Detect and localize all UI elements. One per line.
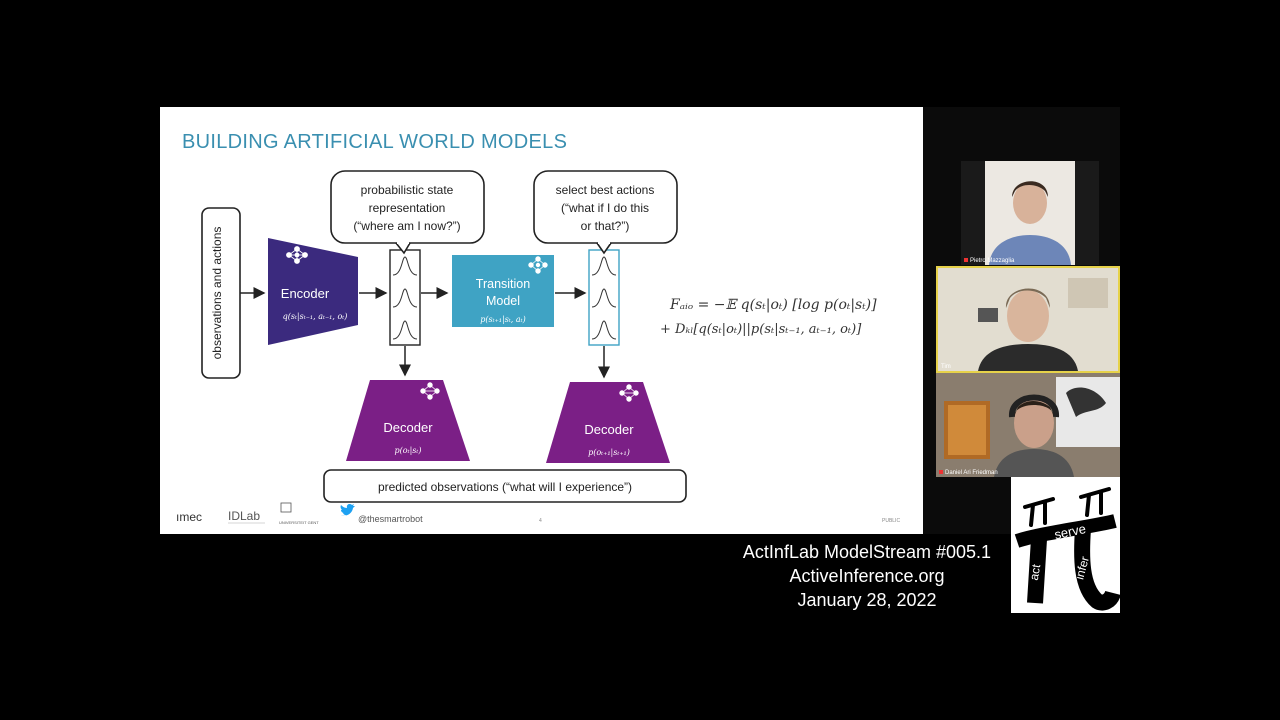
speech-bubble-actions: select best actions (“what if I do this … xyxy=(533,170,678,255)
pi-logo-icon: serve act infer xyxy=(1014,487,1121,611)
svg-text:serve: serve xyxy=(1053,521,1087,542)
encoder-label: Encoder xyxy=(281,286,330,301)
caption-date: January 28, 2022 xyxy=(797,590,937,610)
decoder2-formula: p(oₜ₊₁|sₜ₊₁) xyxy=(588,448,630,457)
transition-formula: p(sₜ₊₁|sₜ, aₜ) xyxy=(480,315,525,324)
participant-video-1 xyxy=(961,161,1099,265)
bubble-actions-line3: or that?”) xyxy=(581,219,630,233)
actinflab-logo: serve act infer xyxy=(1011,477,1121,613)
imec-logo: ımec xyxy=(176,510,202,524)
caption-website: ActiveInference.org xyxy=(789,566,945,586)
encoder-formula: q(sₜ|sₜ₋₁, aₜ₋₁, oₜ) xyxy=(283,312,348,321)
svg-text:act: act xyxy=(1027,563,1044,582)
participant-video-2 xyxy=(938,268,1118,371)
participant-panel: Pietro Mazzaglia Tim Daniel Ari Friedman xyxy=(923,107,1120,534)
bubble-state-line1: probabilistic state xyxy=(361,183,454,197)
neural-net-icon xyxy=(619,384,639,402)
participant-name-tag: Daniel Ari Friedman xyxy=(939,470,998,476)
predicted-observations-label: predicted observations (“what will I exp… xyxy=(378,480,632,494)
world-model-diagram: observations and actions Encoder q(sₜ|sₜ… xyxy=(176,170,900,525)
decoder-block-1: Decoder p(oₜ|sₜ) xyxy=(346,380,470,461)
stream-caption: ActInfLab ModelStream #005.1 ActiveInfer… xyxy=(725,540,1009,612)
observations-actions-box: observations and actions xyxy=(201,207,241,379)
decoder1-label: Decoder xyxy=(383,420,433,435)
equation-line1: Fₐᵢₒ = −𝔼 q(sₜ|oₜ) [log p(oₜ|sₜ)] xyxy=(669,297,877,313)
participant-tile-1[interactable]: Pietro Mazzaglia xyxy=(961,161,1099,265)
participant-name-tag: Pietro Mazzaglia xyxy=(964,258,1014,264)
neural-net-icon xyxy=(286,246,308,264)
participant-video-3 xyxy=(936,373,1120,477)
participant-name-tag: Tim xyxy=(941,364,951,370)
twitter-icon xyxy=(340,504,355,516)
participant-tile-2[interactable]: Tim xyxy=(936,266,1120,373)
neural-net-icon xyxy=(420,382,440,400)
decoder2-label: Decoder xyxy=(584,422,634,437)
transition-label-line1: Transition xyxy=(476,277,530,291)
twitter-handle: @thesmartrobot xyxy=(358,514,423,524)
bubble-actions-line2: (“what if I do this xyxy=(561,201,649,215)
svg-text:infer: infer xyxy=(1072,555,1092,581)
next-state-distribution-column xyxy=(588,249,620,346)
state-distribution-column xyxy=(389,249,421,346)
public-label: PUBLIC xyxy=(882,518,900,524)
slide-title: BUILDING ARTIFICIAL WORLD MODELS xyxy=(182,131,568,153)
participant-tile-3[interactable]: Daniel Ari Friedman xyxy=(936,373,1120,477)
decoder-block-2: Decoder p(oₜ₊₁|sₜ₊₁) xyxy=(546,382,670,463)
idlab-logo: IDLab xyxy=(228,509,260,523)
slide-footer: ımec IDLab UNIVERSITEIT GENT @thesmartro… xyxy=(176,502,900,525)
slide-number: 4 xyxy=(539,518,542,524)
decoder1-formula: p(oₜ|sₜ) xyxy=(395,446,422,455)
caption-title: ActInfLab ModelStream #005.1 xyxy=(742,542,992,562)
equation-line2: + Dₖₗ[q(sₜ|oₜ)||p(sₜ|sₜ₋₁, aₜ₋₁, oₜ)] xyxy=(660,322,862,337)
transition-model-block: Transition Model p(sₜ₊₁|sₜ, aₜ) xyxy=(452,255,554,327)
transition-label-line2: Model xyxy=(486,294,520,308)
svg-text:UNIVERSITEIT GENT: UNIVERSITEIT GENT xyxy=(279,520,319,525)
bubble-state-line2: representation xyxy=(369,201,446,215)
encoder-block: Encoder q(sₜ|sₜ₋₁, aₜ₋₁, oₜ) xyxy=(268,238,358,345)
ugent-logo: UNIVERSITEIT GENT xyxy=(279,502,319,525)
observations-actions-label: observations and actions xyxy=(210,227,224,360)
bubble-actions-line1: select best actions xyxy=(556,183,655,197)
bubble-state-line3: (“where am I now?”) xyxy=(353,219,460,233)
predicted-observations-box: predicted observations (“what will I exp… xyxy=(323,469,687,503)
presentation-slide: BUILDING ARTIFICIAL WORLD MODELS observa… xyxy=(160,107,923,534)
neural-net-icon xyxy=(528,256,548,274)
speech-bubble-state: probabilistic state representation (“whe… xyxy=(330,170,485,255)
